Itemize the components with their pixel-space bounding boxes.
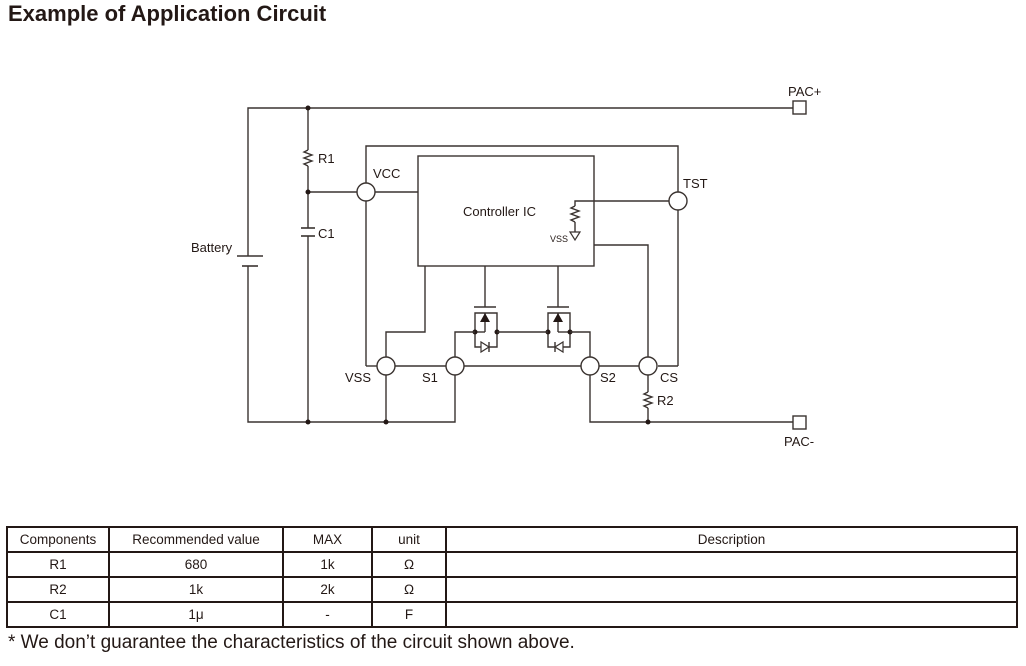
vcc-pin: [356, 182, 376, 202]
s2-label: S2: [600, 370, 616, 385]
header-cell: MAX: [282, 526, 373, 553]
vcc-label: VCC: [373, 166, 400, 181]
cs-pin: [638, 356, 658, 376]
s2-pin: [580, 356, 600, 376]
header-cell: unit: [371, 526, 447, 553]
tst-pin: [668, 191, 688, 211]
table-row: R2 1k 2k Ω: [6, 576, 1018, 603]
table-row: C1 1μ - F: [6, 601, 1018, 628]
table-row: R1 680 1k Ω: [6, 551, 1018, 578]
r2-label: R2: [657, 393, 674, 408]
junction-dot: [305, 189, 311, 195]
controller-ic-box: [417, 155, 595, 267]
pac-minus-label: PAC-: [784, 434, 814, 449]
r1-resistor-symbol: [302, 149, 314, 167]
components-table: Components Recommended value MAX unit De…: [6, 526, 1018, 628]
vss-label: VSS: [345, 370, 371, 385]
wire-vcc-tst-loop: [365, 145, 679, 192]
table-cell: F: [371, 601, 447, 628]
r2-resistor-symbol: [642, 391, 654, 409]
application-circuit-diagram: PAC+ PAC- Battery R1 C1 VCC Controller I…: [191, 84, 821, 449]
battery-symbol: [237, 240, 263, 267]
wire-ic-cs: [594, 244, 649, 357]
r1-c1-branch: [301, 108, 357, 422]
junction-dot: [305, 105, 311, 111]
tst-label: TST: [683, 176, 708, 191]
pac-plus-label: PAC+: [788, 84, 821, 99]
table-cell: -: [282, 601, 373, 628]
ground-arrow-icon: [568, 231, 582, 242]
c1-label: C1: [318, 226, 335, 241]
table-cell: C1: [6, 601, 110, 628]
table-cell: Ω: [371, 576, 447, 603]
table-cell: R2: [6, 576, 110, 603]
pac-minus-terminal: [792, 415, 807, 430]
junction-dot: [305, 419, 311, 425]
internal-resistor-symbol: [569, 205, 581, 223]
controller-ic-label: Controller IC: [463, 204, 536, 219]
mosfet-1-symbol: [474, 306, 498, 354]
table-cell: 1μ: [108, 601, 284, 628]
r2-branch: [642, 375, 654, 422]
pac-plus-terminal: [792, 100, 807, 115]
disclaimer-note: * We don’t guarantee the characteristics…: [8, 632, 575, 653]
table-cell: [445, 576, 1018, 603]
wire-ic-vss: [385, 266, 426, 357]
wire-bottom-rail: [247, 266, 793, 423]
table-cell: Ω: [371, 551, 447, 578]
header-cell: Recommended value: [108, 526, 284, 553]
wire-top-rail: [247, 107, 793, 240]
mosfet-2-symbol: [547, 306, 571, 354]
header-cell: Description: [445, 526, 1018, 553]
vss-pin: [376, 356, 396, 376]
table-cell: 2k: [282, 576, 373, 603]
table-cell: 1k: [108, 576, 284, 603]
internal-pulldown: [568, 200, 669, 242]
s1-pin: [445, 356, 465, 376]
header-cell: Components: [6, 526, 110, 553]
internal-vss-label: VSS: [550, 234, 568, 244]
table-cell: 680: [108, 551, 284, 578]
s1-label: S1: [422, 370, 438, 385]
cs-label: CS: [660, 370, 678, 385]
table-cell: 1k: [282, 551, 373, 578]
page-title: Example of Application Circuit: [8, 1, 327, 26]
table-header-row: Components Recommended value MAX unit De…: [6, 526, 1018, 553]
table-cell: [445, 551, 1018, 578]
table-cell: R1: [6, 551, 110, 578]
table-cell: [445, 601, 1018, 628]
battery-label: Battery: [191, 240, 233, 255]
r1-label: R1: [318, 151, 335, 166]
